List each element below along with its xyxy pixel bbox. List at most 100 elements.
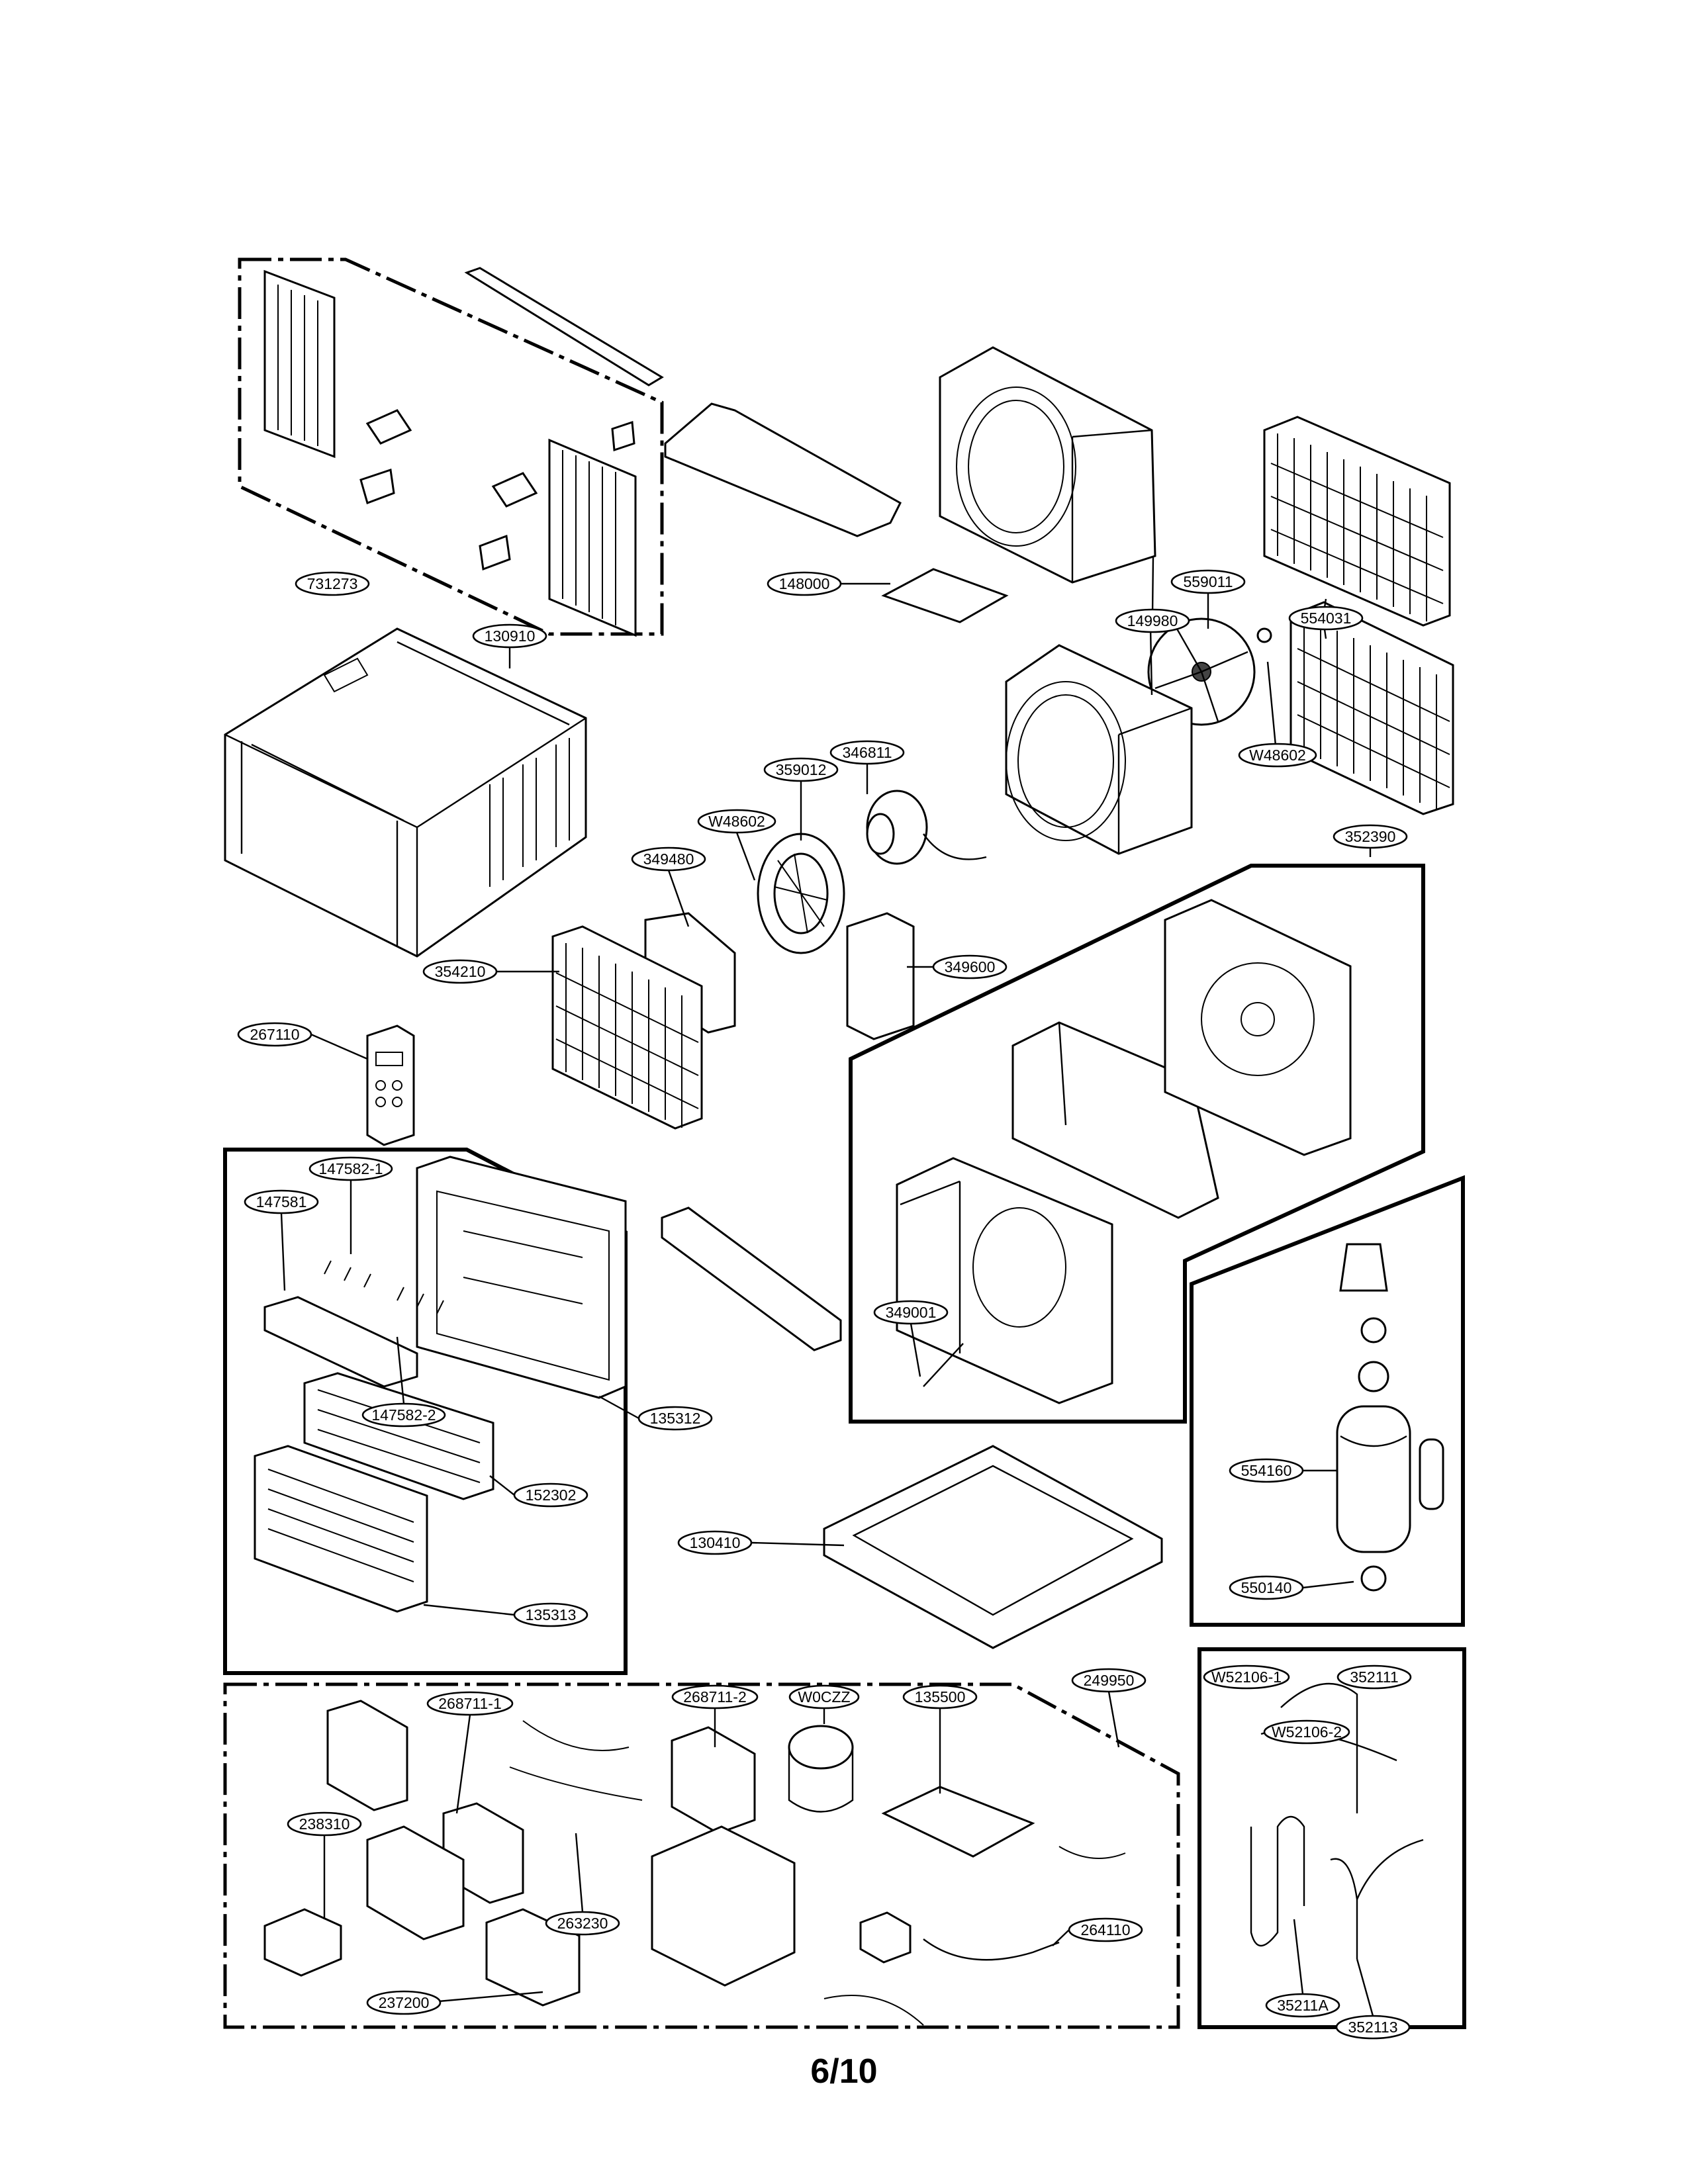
front-panel-cover-drawing xyxy=(254,1445,428,1613)
power-cord-drawing xyxy=(923,1938,1060,1961)
side-curtain-right-drawing xyxy=(548,438,637,637)
front-panel-boundary xyxy=(223,1148,628,1675)
callout-text: 249950 xyxy=(1084,1672,1135,1689)
fan-nut-drawing xyxy=(1256,627,1272,643)
callout-text: 349001 xyxy=(886,1304,937,1321)
callout-554160: 554160 xyxy=(1229,1458,1304,1483)
sensor-drawing xyxy=(923,1343,964,1387)
callout-149980: 149980 xyxy=(1115,608,1190,633)
motor-mount-drawing xyxy=(846,912,915,1040)
callout-237200: 237200 xyxy=(366,1990,442,2015)
callout-130910: 130910 xyxy=(472,623,547,649)
front-grille-drawing xyxy=(416,1156,627,1399)
callout-text: 554160 xyxy=(1241,1462,1292,1479)
callout-559011: 559011 xyxy=(1170,569,1246,594)
callout-354210: 354210 xyxy=(422,959,498,984)
callout-238310: 238310 xyxy=(287,1811,362,1837)
callout-text: W0CZZ xyxy=(798,1688,850,1706)
callout-text: 147581 xyxy=(256,1193,307,1210)
callout-text: 148000 xyxy=(779,575,830,592)
callout-268711-1: 268711-1 xyxy=(426,1691,514,1716)
part-drawings xyxy=(224,267,1454,2026)
condenser-coil-drawing xyxy=(1263,416,1451,627)
callout-264110: 264110 xyxy=(1068,1917,1143,1942)
vane-drawing xyxy=(324,1260,444,1314)
callout-147582-1: 147582-1 xyxy=(308,1156,393,1181)
condenser-fan-drawing xyxy=(1147,617,1256,726)
callout-268711-2: 268711-2 xyxy=(671,1684,759,1709)
callout-text: 268711-1 xyxy=(438,1695,502,1712)
part-callouts: 731273 148000 149980 559011 554031 13091… xyxy=(237,569,1412,2040)
callout-text: W48602 xyxy=(1249,747,1306,764)
callout-W48602-left: W48602 xyxy=(697,809,776,834)
cabinet-drawing xyxy=(224,627,587,958)
callout-550140: 550140 xyxy=(1229,1575,1304,1600)
callout-text: 152302 xyxy=(526,1486,577,1504)
louver-drawing xyxy=(263,1296,418,1388)
callout-148000: 148000 xyxy=(767,571,842,596)
second-coil-drawing xyxy=(1289,601,1454,815)
callout-554031: 554031 xyxy=(1288,606,1364,631)
callout-130410: 130410 xyxy=(677,1530,753,1555)
callout-147581: 147581 xyxy=(244,1189,319,1214)
callout-text: 237200 xyxy=(379,1994,430,2011)
callout-text: 346811 xyxy=(842,744,892,761)
callout-352111: 352111 xyxy=(1336,1664,1412,1690)
callout-349480: 349480 xyxy=(631,846,706,872)
callout-359012: 359012 xyxy=(763,757,839,782)
callout-135312: 135312 xyxy=(637,1406,713,1431)
callout-text: 264110 xyxy=(1080,1921,1130,1938)
callout-text: 135312 xyxy=(650,1410,701,1427)
control-bracket-drawing xyxy=(881,568,1009,623)
callout-731273: 731273 xyxy=(295,571,370,596)
callout-text: 267110 xyxy=(250,1026,299,1043)
callout-text: 147582-2 xyxy=(371,1406,436,1424)
callout-346811: 346811 xyxy=(829,740,905,765)
control-box-drawing xyxy=(651,1825,796,1987)
callout-text: 268711-2 xyxy=(683,1688,747,1706)
callout-349600: 349600 xyxy=(932,954,1008,979)
callout-text: 352113 xyxy=(1348,2019,1397,2036)
callout-text: W48602 xyxy=(708,813,765,830)
callout-text: 147582-1 xyxy=(318,1160,383,1177)
mounting-brackets-drawing xyxy=(359,409,635,571)
callout-263230: 263230 xyxy=(545,1911,620,1936)
control-panel-cover-drawing xyxy=(485,1908,581,2007)
callout-text: 554031 xyxy=(1301,610,1352,627)
barrier-panel-drawing xyxy=(1164,899,1352,1156)
callout-135313: 135313 xyxy=(513,1602,588,1627)
name-plate-drawing xyxy=(263,1908,342,1977)
control-box-cover-drawing xyxy=(881,1786,1035,1858)
evaporator-drawing xyxy=(551,925,703,1130)
leader-lines xyxy=(280,557,1374,2017)
callout-text: 731273 xyxy=(307,575,358,592)
callout-W52106-2: W52106-2 xyxy=(1263,1719,1350,1745)
callout-text: W52106-1 xyxy=(1211,1668,1282,1686)
remote-drawing xyxy=(366,1024,415,1146)
callout-text: 559011 xyxy=(1183,573,1233,590)
display-pcb-drawing xyxy=(366,1825,465,1940)
group-boundaries xyxy=(223,257,1466,2029)
callout-text: 349600 xyxy=(945,958,996,976)
side-curtain-left-drawing xyxy=(263,269,336,459)
top-rail-drawing xyxy=(464,267,664,387)
callout-W0CZZ: W0CZZ xyxy=(788,1684,860,1709)
callout-135500: 135500 xyxy=(902,1684,978,1709)
callout-text: 352390 xyxy=(1345,828,1396,845)
callout-267110: 267110 xyxy=(237,1022,312,1047)
callout-text: 354210 xyxy=(435,963,486,980)
callout-text: 349480 xyxy=(643,850,694,868)
callout-text: 135500 xyxy=(915,1688,966,1706)
air-guide-drawing xyxy=(664,402,902,537)
callout-35211A: 35211A xyxy=(1265,1993,1340,2018)
callout-text: 149980 xyxy=(1127,612,1178,629)
relay-drawing xyxy=(859,1911,912,1964)
compressor-boundary xyxy=(1190,1175,1465,1627)
page-number: 6/10 xyxy=(810,2052,878,2091)
mounting-kit-boundary xyxy=(238,257,664,636)
callout-text: 550140 xyxy=(1241,1579,1292,1596)
callout-152302: 152302 xyxy=(513,1482,588,1508)
callout-text: 352111 xyxy=(1350,1668,1398,1686)
callout-text: 263230 xyxy=(557,1915,608,1932)
